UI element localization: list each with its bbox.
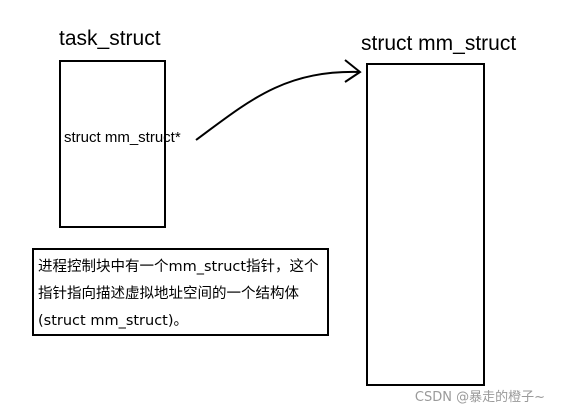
note-text: 进程控制块中有一个mm_struct指针，这个指针指向描述虚拟地址空间的一个结构…: [38, 259, 319, 329]
pointer-arrow-head: [344, 59, 362, 83]
note-box: [32, 248, 329, 336]
mm-struct-pointer-label: struct mm_struct*: [64, 129, 181, 146]
mm-struct-box: [366, 63, 485, 386]
csdn-watermark: CSDN @暴走的橙子~: [414, 390, 545, 405]
mm-struct-title: struct mm_struct: [361, 32, 517, 55]
pointer-arrow-curve: [195, 70, 361, 141]
task-struct-title: task_struct: [59, 27, 161, 50]
task-struct-box: [59, 60, 166, 228]
